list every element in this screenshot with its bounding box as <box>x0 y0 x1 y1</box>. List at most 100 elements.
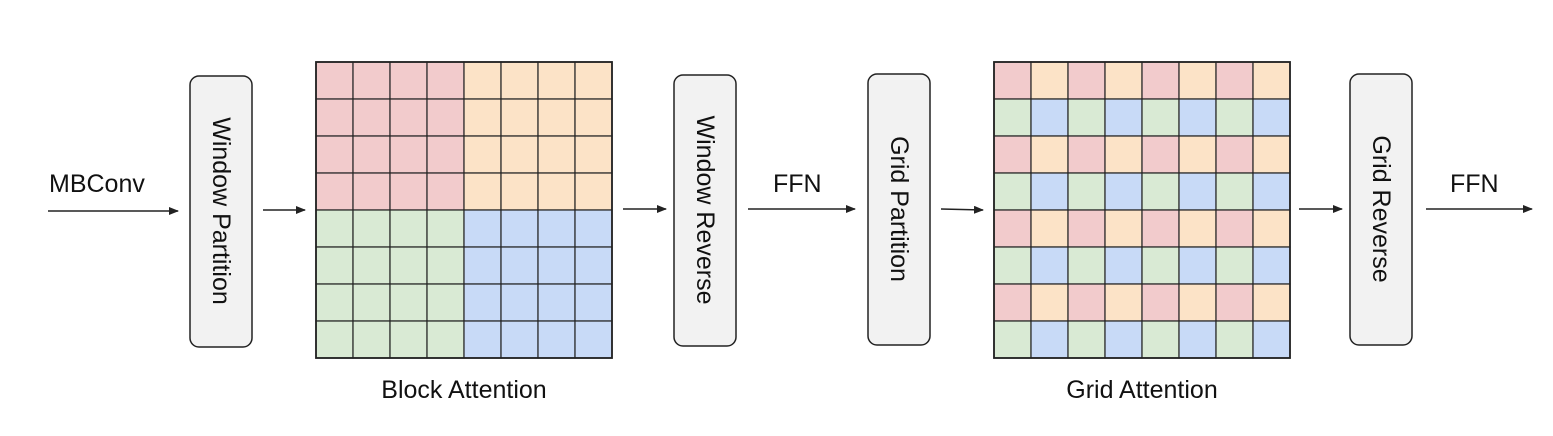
grid-cell <box>1178 61 1217 100</box>
grid-cell <box>537 283 576 322</box>
grid-cell <box>1215 209 1254 248</box>
grid-cell <box>993 246 1032 285</box>
grid-cell <box>1178 283 1217 322</box>
grid-cell <box>1030 246 1069 285</box>
grid-cell <box>500 283 539 322</box>
grid-cell <box>1030 320 1069 359</box>
grid-cell <box>1178 135 1217 174</box>
grid-cell <box>500 172 539 211</box>
mbconv-label: MBConv <box>49 170 145 198</box>
grid-cell <box>315 172 354 211</box>
grid-cell <box>1178 320 1217 359</box>
window-partition-label: Window Partition <box>207 117 235 305</box>
grid-cell <box>1030 209 1069 248</box>
block-attention-label: Block Attention <box>381 376 546 404</box>
grid-cell <box>537 320 576 359</box>
grid-cell <box>537 209 576 248</box>
window-reverse-label: Window Reverse <box>691 116 719 305</box>
grid-cell <box>574 209 613 248</box>
grid-cell <box>1104 283 1143 322</box>
grid-cell <box>1215 320 1254 359</box>
grid-cell <box>1252 98 1291 137</box>
grid-cell <box>315 209 354 248</box>
grid-cell <box>463 172 502 211</box>
grid-cell <box>426 320 465 359</box>
grid-partition-box: Grid Partition <box>867 73 931 346</box>
grid-cell <box>1067 320 1106 359</box>
grid-cell <box>993 135 1032 174</box>
grid-cell <box>1252 283 1291 322</box>
grid-attention-grid <box>993 61 1291 359</box>
grid-cell <box>1030 98 1069 137</box>
grid-cell <box>537 246 576 285</box>
grid-cell <box>426 98 465 137</box>
grid-cell <box>352 135 391 174</box>
grid-cell <box>463 98 502 137</box>
grid-cell <box>426 246 465 285</box>
grid-cell <box>1104 61 1143 100</box>
grid-cell <box>993 320 1032 359</box>
grid-cell <box>426 283 465 322</box>
grid-cell <box>500 246 539 285</box>
grid-cell <box>500 135 539 174</box>
grid-cell <box>500 320 539 359</box>
grid-cell <box>1141 172 1180 211</box>
window-reverse-box: Window Reverse <box>673 74 737 347</box>
grid-cell <box>389 61 428 100</box>
grid-cell <box>1215 61 1254 100</box>
grid-cell <box>1067 172 1106 211</box>
grid-cell <box>1030 61 1069 100</box>
grid-cell <box>1252 246 1291 285</box>
grid-cell <box>315 246 354 285</box>
grid-cell <box>352 209 391 248</box>
grid-cell <box>463 320 502 359</box>
grid-cell <box>315 98 354 137</box>
grid-cell <box>315 135 354 174</box>
grid-cell <box>389 135 428 174</box>
grid-cell <box>574 135 613 174</box>
window-partition-box: Window Partition <box>189 75 253 348</box>
grid-cell <box>389 98 428 137</box>
grid-border <box>315 61 613 359</box>
grid-cell <box>315 320 354 359</box>
grid-cell <box>537 98 576 137</box>
grid-attention-label: Grid Attention <box>1066 376 1217 404</box>
grid-cell <box>993 61 1032 100</box>
grid-cell <box>537 172 576 211</box>
grid-cell <box>993 283 1032 322</box>
grid-cell <box>574 98 613 137</box>
grid-cell <box>463 209 502 248</box>
grid-cell <box>1030 172 1069 211</box>
grid-cell <box>537 135 576 174</box>
grid-cell <box>352 283 391 322</box>
grid-cell <box>389 209 428 248</box>
grid-cell <box>1215 172 1254 211</box>
grid-cell <box>574 61 613 100</box>
grid-cell <box>1141 283 1180 322</box>
grid-cell <box>1215 135 1254 174</box>
grid-cell <box>574 283 613 322</box>
grid-cell <box>426 209 465 248</box>
grid-cell <box>1030 283 1069 322</box>
grid-reverse-label: Grid Reverse <box>1367 135 1395 282</box>
grid-cell <box>1141 209 1180 248</box>
grid-cell <box>993 209 1032 248</box>
grid-cell <box>1252 320 1291 359</box>
grid-cell <box>1104 320 1143 359</box>
grid-cell <box>1067 135 1106 174</box>
grid-cell <box>1067 209 1106 248</box>
grid-cell <box>1252 61 1291 100</box>
grid-cell <box>1104 98 1143 137</box>
ffn-label-2: FFN <box>1450 170 1499 198</box>
block-attention-grid <box>315 61 613 359</box>
grid-cell <box>389 320 428 359</box>
grid-cell <box>1252 209 1291 248</box>
grid-cell <box>1104 246 1143 285</box>
grid-cell <box>500 98 539 137</box>
grid-border <box>993 61 1291 359</box>
grid-cell <box>1067 283 1106 322</box>
grid-cell <box>993 98 1032 137</box>
grid-cell <box>315 61 354 100</box>
arrow-to-grid-attention <box>940 205 984 214</box>
